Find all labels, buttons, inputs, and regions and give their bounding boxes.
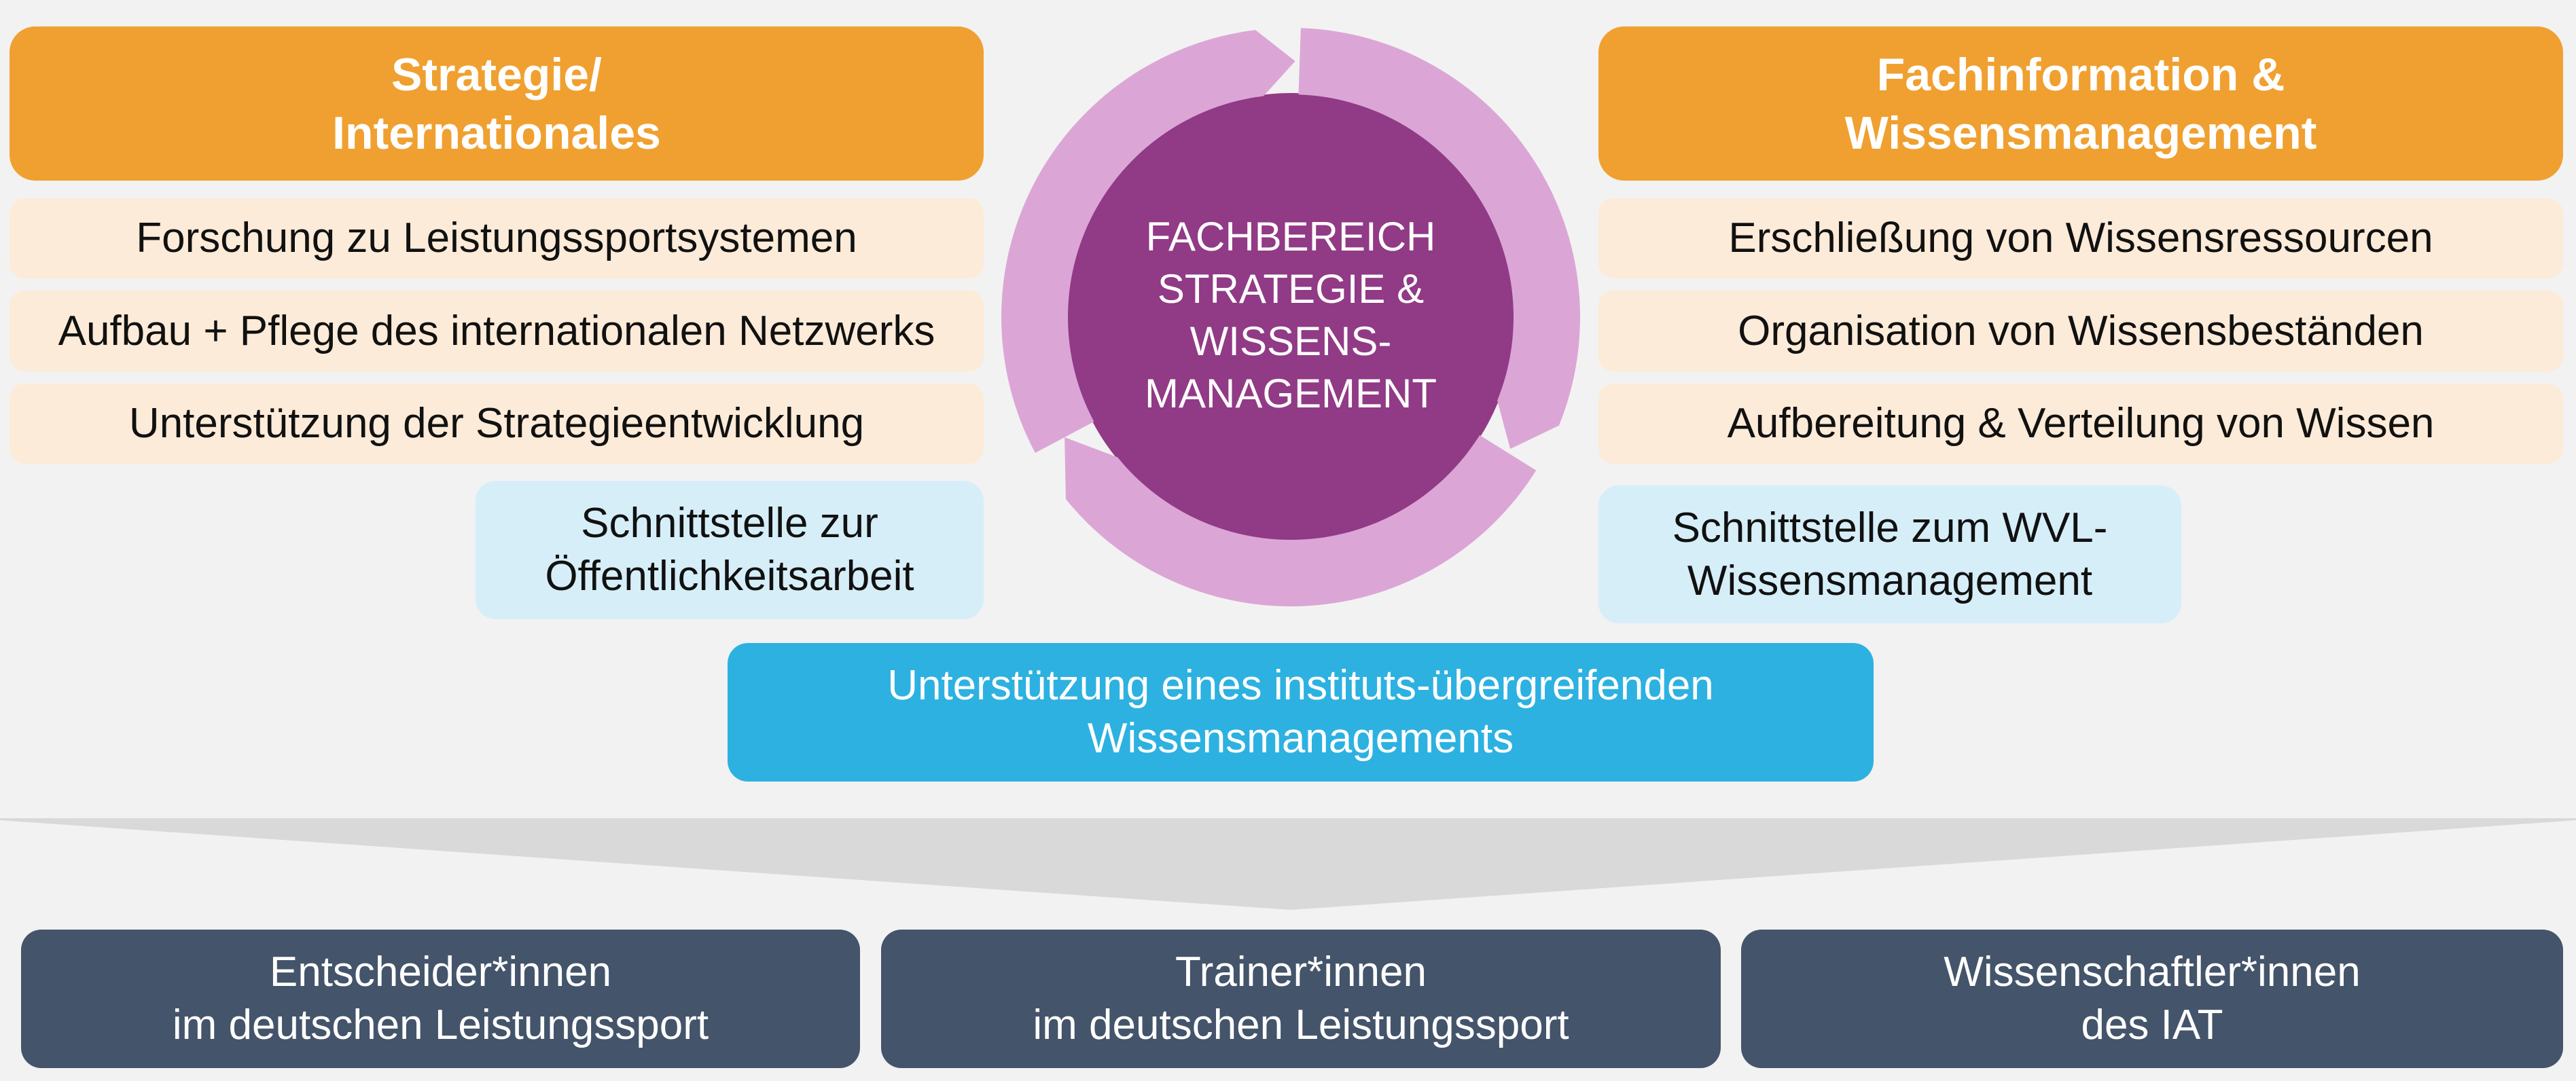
center-title-line: MANAGEMENT bbox=[1144, 371, 1437, 416]
audience-line: im deutschen Leistungssport bbox=[172, 1002, 709, 1048]
ring-segment-strategie bbox=[1001, 30, 1295, 453]
left-item: Forschung zu Leistungssportsystemen bbox=[10, 198, 984, 278]
right-item-label: Erschließung von Wissensressourcen bbox=[1728, 215, 2433, 261]
left-header: Strategie/ Internationales bbox=[10, 26, 984, 181]
support-line: Wissensmanagements bbox=[1087, 715, 1514, 762]
audience-line: im deutschen Leistungssport bbox=[1033, 1002, 1569, 1048]
ring-segment-support bbox=[1065, 435, 1537, 607]
left-interface-line: Öffentlichkeitsarbeit bbox=[545, 553, 914, 600]
right-item: Organisation von Wissensbeständen bbox=[1598, 291, 2563, 371]
audience-line: des IAT bbox=[2081, 1002, 2223, 1048]
center-title: FACHBEREICH STRATEGIE & WISSENS- MANAGEM… bbox=[1087, 200, 1495, 430]
arrow-shape bbox=[0, 818, 2576, 910]
right-item-label: Organisation von Wissensbeständen bbox=[1738, 307, 2424, 354]
left-item-label: Forschung zu Leistungssportsystemen bbox=[136, 215, 857, 261]
center-title-line: WISSENS- bbox=[1189, 318, 1392, 364]
left-header-line: Strategie/ bbox=[391, 48, 602, 100]
right-item: Erschließung von Wissensressourcen bbox=[1598, 198, 2563, 278]
right-header-line: Fachinformation & bbox=[1876, 48, 2285, 100]
right-header-line: Wissensmanagement bbox=[1844, 107, 2317, 159]
left-item: Aufbau + Pflege des internationalen Netz… bbox=[10, 291, 984, 371]
right-interface-box: Schnittstelle zum WVL- Wissensmanagement bbox=[1598, 485, 2181, 623]
left-interface-box: Schnittstelle zur Öffentlichkeitsarbeit bbox=[476, 481, 984, 619]
left-item: Unterstützung der Strategieentwicklung bbox=[10, 384, 984, 464]
audience-line: Trainer*innen bbox=[1175, 949, 1427, 995]
right-header: Fachinformation & Wissensmanagement bbox=[1598, 26, 2563, 181]
right-item: Aufbereitung & Verteilung von Wissen bbox=[1598, 384, 2563, 464]
audience-line: Entscheider*innen bbox=[269, 949, 612, 995]
ring-segment-fachinformation bbox=[1298, 28, 1580, 450]
left-item-label: Unterstützung der Strategieentwicklung bbox=[128, 400, 865, 447]
support-line: Unterstützung eines instituts-übergreife… bbox=[887, 662, 1714, 709]
audience-box-decision-makers: Entscheider*innen im deutschen Leistungs… bbox=[21, 930, 860, 1068]
right-item-label: Aufbereitung & Verteilung von Wissen bbox=[1727, 400, 2435, 447]
center-title-line: FACHBEREICH bbox=[1145, 214, 1436, 259]
audience-box-scientists: Wissenschaftler*innen des IAT bbox=[1741, 930, 2563, 1068]
support-box: Unterstützung eines instituts-übergreife… bbox=[728, 643, 1874, 782]
left-interface-line: Schnittstelle zur bbox=[581, 500, 878, 547]
left-header-line: Internationales bbox=[332, 107, 661, 159]
right-interface-line: Schnittstelle zum WVL- bbox=[1672, 504, 2108, 551]
right-interface-line: Wissensmanagement bbox=[1687, 557, 2093, 604]
audience-box-trainers: Trainer*innen im deutschen Leistungsspor… bbox=[881, 930, 1721, 1068]
audience-line: Wissenschaftler*innen bbox=[1944, 949, 2361, 995]
down-chevron-arrow-icon bbox=[0, 818, 2576, 910]
center-title-line: STRATEGIE & bbox=[1157, 266, 1425, 312]
left-item-label: Aufbau + Pflege des internationalen Netz… bbox=[58, 307, 935, 354]
